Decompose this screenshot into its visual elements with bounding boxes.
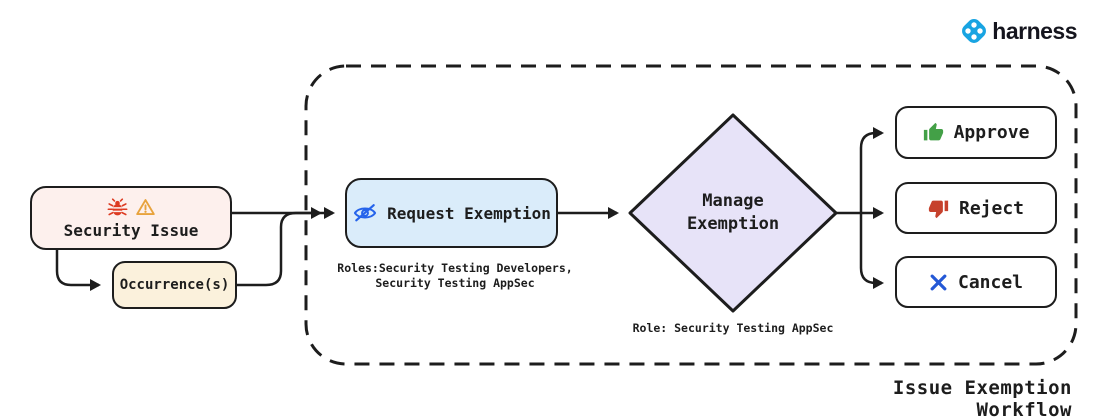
harness-logo-icon [959, 16, 989, 46]
arrow-issue-to-occurrence [55, 250, 101, 291]
manage-exemption-line-1: Manage [702, 191, 764, 211]
warning-icon [135, 197, 156, 218]
node-security-issue: Security Issue [30, 186, 232, 250]
reject-label: Reject [958, 197, 1025, 219]
request-exemption-roles-note: Roles:Security Testing Developers, Secur… [330, 261, 580, 291]
node-reject: Reject [895, 182, 1057, 234]
roles-line-1: Roles:Security Testing Developers, [337, 261, 573, 275]
approve-label: Approve [953, 122, 1030, 143]
workflow-title: Issue Exemption Workflow [892, 377, 1072, 418]
manage-exemption-diamond [628, 113, 838, 313]
arrow-occurrence-to-request [237, 207, 322, 287]
node-approve: Approve [895, 106, 1057, 159]
occurrences-label: Occurrence(s) [119, 277, 230, 293]
arrow-to-approve [859, 127, 884, 213]
thumbs-up-icon [923, 122, 944, 143]
eye-off-icon [352, 202, 378, 224]
harness-logo: harness [959, 16, 1077, 46]
node-cancel: Cancel [895, 256, 1057, 308]
brand-name: harness [992, 17, 1077, 44]
thumbs-down-icon [928, 198, 949, 219]
bug-icon [107, 197, 128, 218]
arrow-to-cancel [859, 213, 884, 289]
manage-exemption-label: Manage Exemption [653, 190, 813, 236]
manage-exemption-role-note: Role: Security Testing AppSec [632, 321, 834, 335]
request-exemption-label: Request Exemption [387, 203, 551, 223]
x-cancel-icon [929, 273, 948, 292]
node-occurrences: Occurrence(s) [112, 261, 237, 309]
roles-line-2: Security Testing AppSec [375, 276, 535, 290]
workflow-boundary [304, 64, 1078, 366]
node-request-exemption: Request Exemption [345, 178, 558, 248]
cancel-label: Cancel [957, 271, 1024, 293]
security-issue-label: Security Issue [63, 220, 199, 240]
manage-exemption-line-2: Exemption [686, 214, 780, 234]
